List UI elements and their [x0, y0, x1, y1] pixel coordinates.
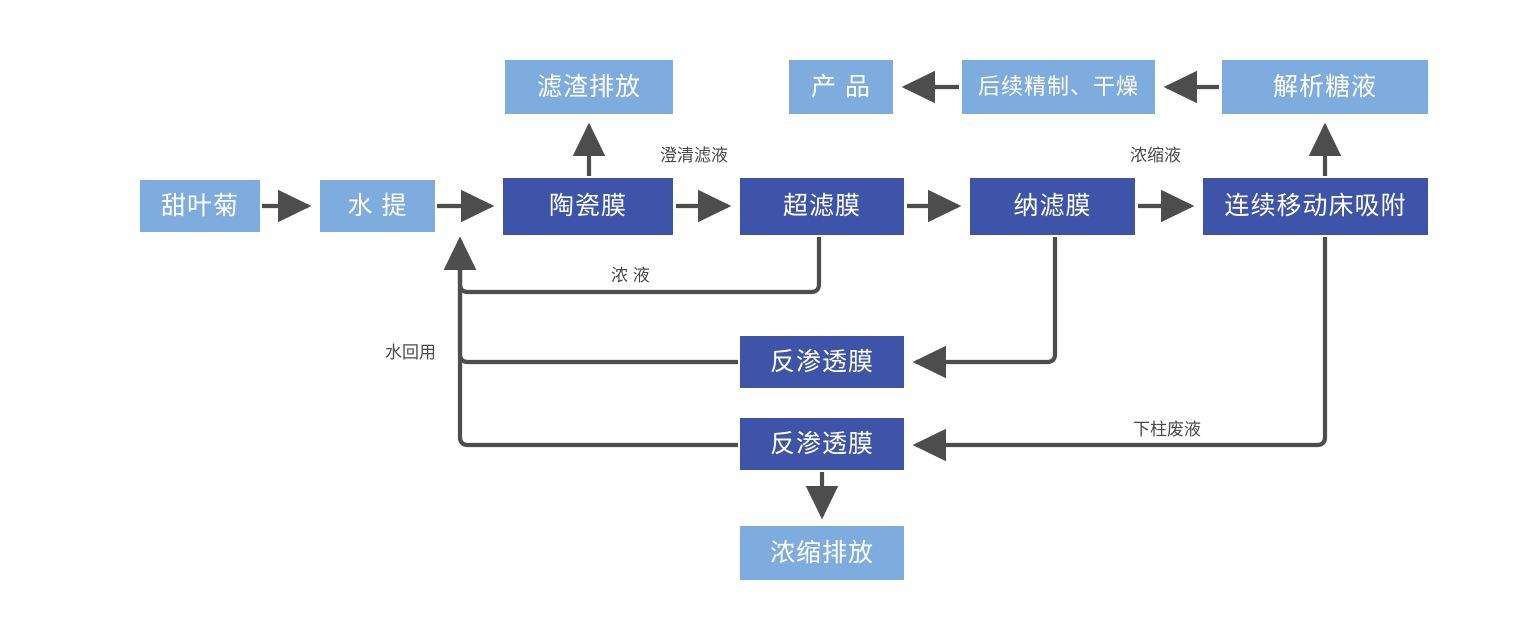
- edge-label-clear-filtrate: 澄清滤液: [660, 146, 728, 165]
- edge-label-column-waste: 下柱废液: [1133, 420, 1201, 439]
- node-conc-discharge[interactable]: 浓缩排放: [740, 526, 904, 580]
- edge-label-concentrate: 浓缩液: [1130, 146, 1181, 165]
- node-product[interactable]: 产 品: [789, 60, 893, 114]
- arrow-movingbed-to-ro2: [912, 237, 1328, 462]
- node-stevia[interactable]: 甜叶菊: [140, 180, 260, 232]
- arrow-ro2-water-reuse: [443, 236, 738, 448]
- node-ro-2[interactable]: 反渗透膜: [740, 418, 904, 470]
- edge-label-retentate: 浓 液: [611, 266, 650, 285]
- arrow-nanofilter-to-ro1: [912, 237, 1058, 379]
- node-water-extract[interactable]: 水 提: [320, 180, 435, 232]
- node-ultrafilter[interactable]: 超滤膜: [740, 178, 904, 235]
- node-ceramic[interactable]: 陶瓷膜: [503, 178, 673, 235]
- arrow-ro1-water-reuse: [443, 236, 738, 365]
- node-ro-1[interactable]: 反渗透膜: [740, 336, 904, 388]
- node-residue[interactable]: 滤渣排放: [505, 60, 673, 114]
- node-moving-bed[interactable]: 连续移动床吸附: [1203, 178, 1428, 235]
- node-nanofilter[interactable]: 纳滤膜: [970, 178, 1135, 235]
- edge-label-water-reuse: 水回用: [385, 343, 436, 362]
- node-refine-dry[interactable]: 后续精制、干燥: [962, 60, 1155, 114]
- node-desorb-sugar[interactable]: 解析糖液: [1222, 60, 1428, 114]
